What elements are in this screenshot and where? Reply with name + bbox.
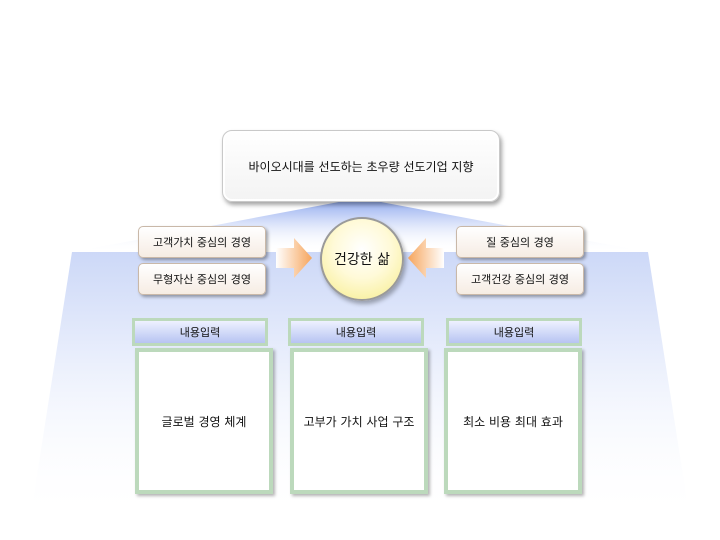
right-value-2: 고객건강 중심의 경영 xyxy=(456,263,584,295)
pillar-3-header: 내용입력 xyxy=(446,318,582,346)
center-circle: 건강한 삶 xyxy=(320,217,404,301)
arrow-right-icon xyxy=(276,238,312,278)
right-value-1: 질 중심의 경영 xyxy=(456,226,584,258)
pillar-3-body: 최소 비용 최대 효과 xyxy=(444,348,582,494)
left-value-1: 고객가치 중심의 경영 xyxy=(138,226,266,258)
pillar-2-body: 고부가 가치 사업 구조 xyxy=(290,348,428,494)
vision-box: 바이오시대를 선도하는 초우량 선도기업 지향 xyxy=(222,130,500,202)
pillar-1-body: 글로벌 경영 체계 xyxy=(135,348,273,494)
pillar-1-header: 내용입력 xyxy=(132,318,268,346)
arrow-left-icon xyxy=(408,238,444,278)
left-value-2: 무형자산 중심의 경영 xyxy=(138,263,266,295)
pillar-2-header: 내용입력 xyxy=(288,318,424,346)
